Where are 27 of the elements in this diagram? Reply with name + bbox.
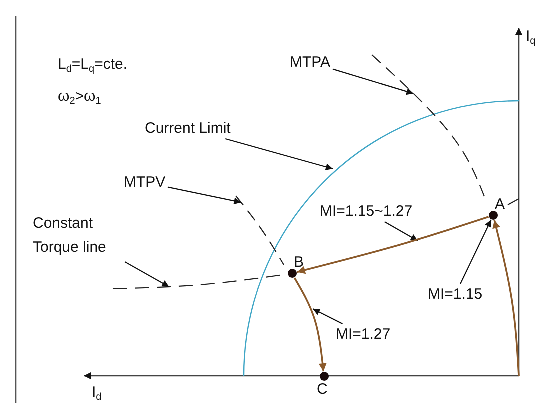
axis-label: I$_{d}$	[92, 384, 102, 401]
operating-point	[286, 255, 304, 279]
mtpv-curve	[236, 196, 284, 266]
annotation-text: MI=1.15	[428, 286, 483, 303]
leader-arrow	[332, 68, 414, 96]
constant-torque-curve	[112, 274, 284, 290]
path-arrow	[294, 278, 327, 372]
point-label: B	[294, 255, 304, 270]
point-label: A	[495, 197, 506, 212]
leader-arrow	[225, 138, 334, 170]
leader-arrow	[384, 222, 418, 242]
condition-text: L$_{d}$=L$_{q}$=cte.	[58, 56, 128, 73]
path-arrow	[492, 220, 520, 376]
condition-text: ω$_{2}$>ω$_{1}$	[58, 88, 102, 105]
leader-arrow	[460, 220, 492, 284]
leader-arrow	[124, 262, 170, 288]
annotation-text: Constant Torque line	[33, 212, 125, 260]
point-label: C	[317, 382, 328, 397]
leader-arrow	[168, 186, 242, 205]
annotation-text: MTPV	[124, 174, 166, 191]
annotation-text: Current Limit	[145, 120, 231, 137]
annotation-text: MI=1.15~1.27	[320, 203, 413, 220]
axis-label: I$_{q}$	[526, 28, 536, 45]
path-arrow	[297, 216, 490, 274]
leader-arrow	[312, 308, 343, 324]
annotation-text: MI=1.27	[336, 326, 391, 343]
annotation-text: MTPA	[290, 54, 331, 71]
